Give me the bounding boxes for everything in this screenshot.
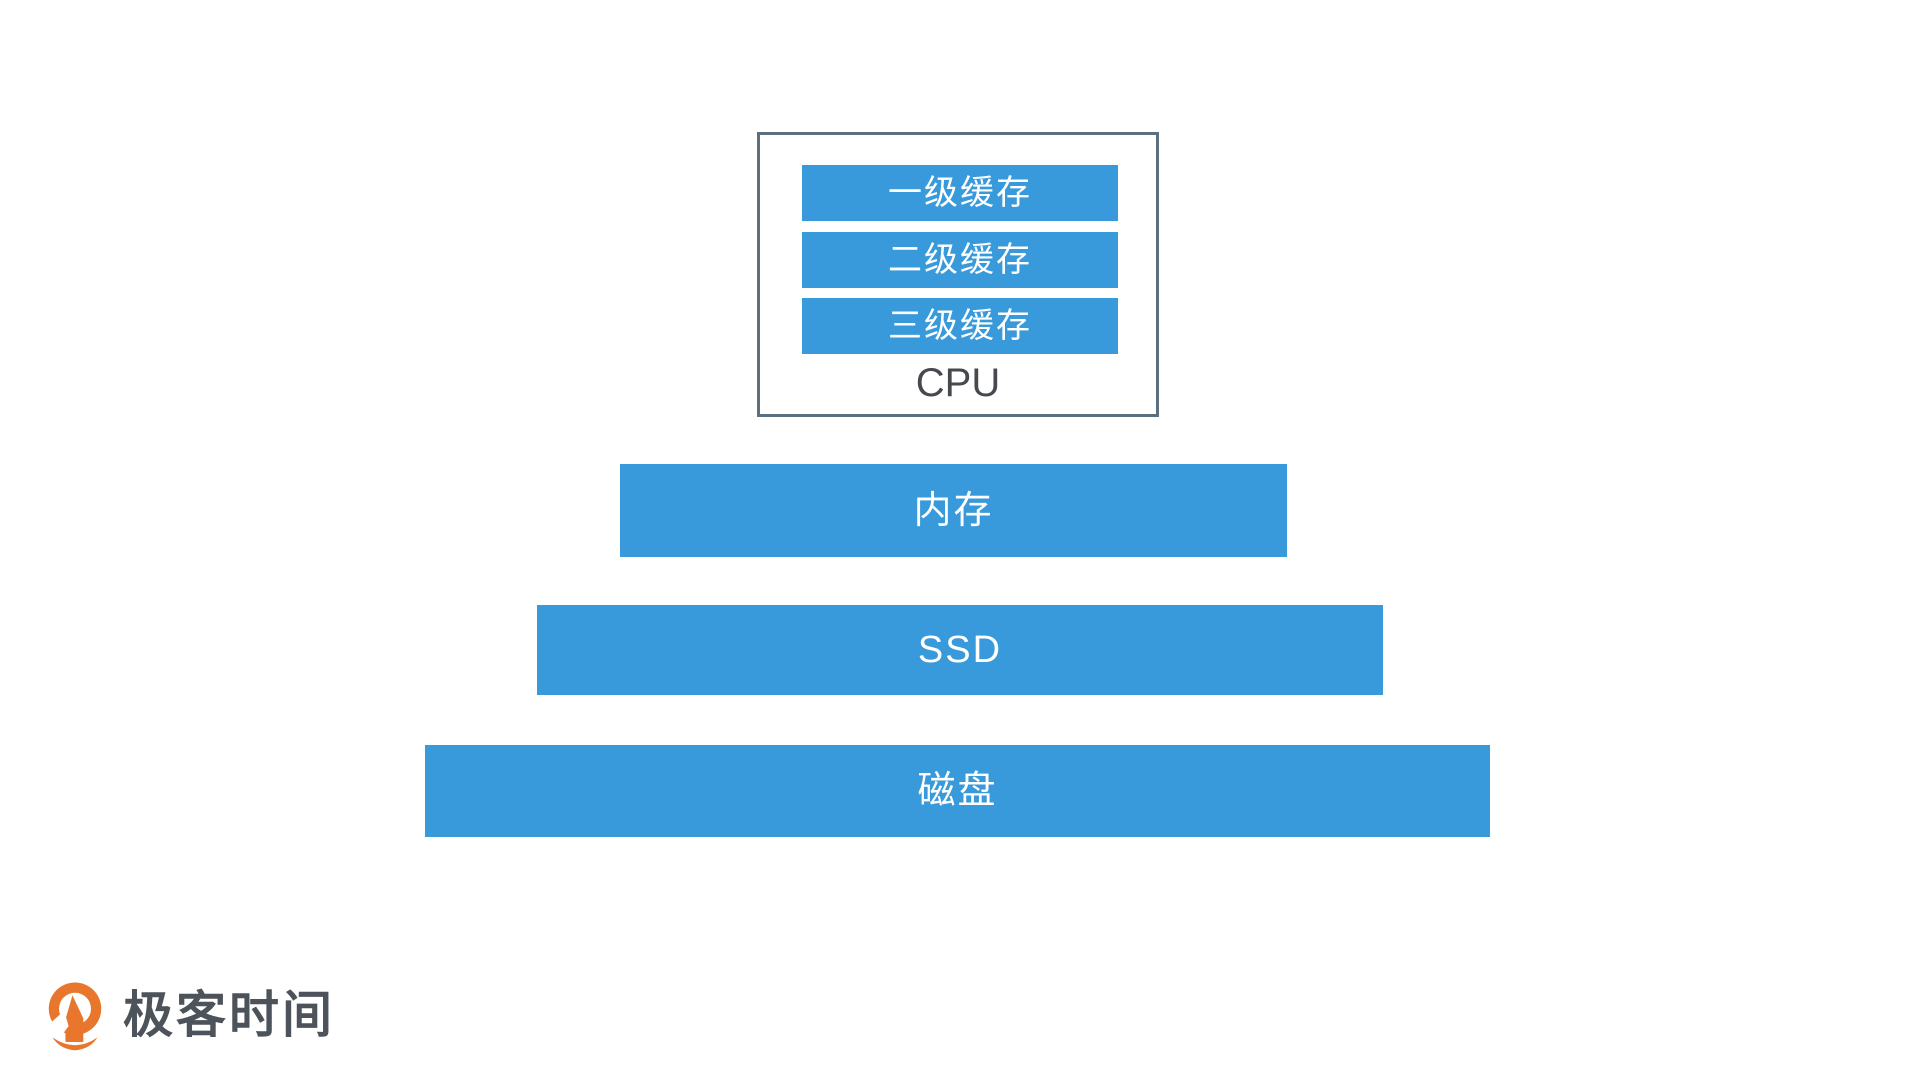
ssd-bar-label: SSD: [917, 629, 1003, 671]
l2-cache-label: 二级缓存: [888, 241, 1032, 279]
memory-bar: 内存: [620, 464, 1287, 557]
l3-cache-label: 三级缓存: [888, 307, 1032, 345]
l2-cache-bar: 二级缓存: [802, 232, 1118, 288]
disk-bar-label: 磁盘: [917, 770, 998, 812]
l3-cache-bar: 三级缓存: [802, 298, 1118, 354]
memory-bar-label: 内存: [913, 489, 994, 532]
cpu-box: 一级缓存 二级缓存 三级缓存 CPU: [757, 132, 1159, 417]
l1-cache-bar: 一级缓存: [802, 165, 1118, 221]
l1-cache-label: 一级缓存: [888, 174, 1032, 212]
cpu-label: CPU: [915, 361, 1001, 405]
geektime-logo: 极客时间: [43, 981, 335, 1055]
geektime-logo-icon: [43, 982, 107, 1055]
disk-bar: 磁盘: [425, 745, 1490, 837]
geektime-logo-text: 极客时间: [123, 987, 335, 1043]
ssd-bar: SSD: [537, 605, 1383, 695]
